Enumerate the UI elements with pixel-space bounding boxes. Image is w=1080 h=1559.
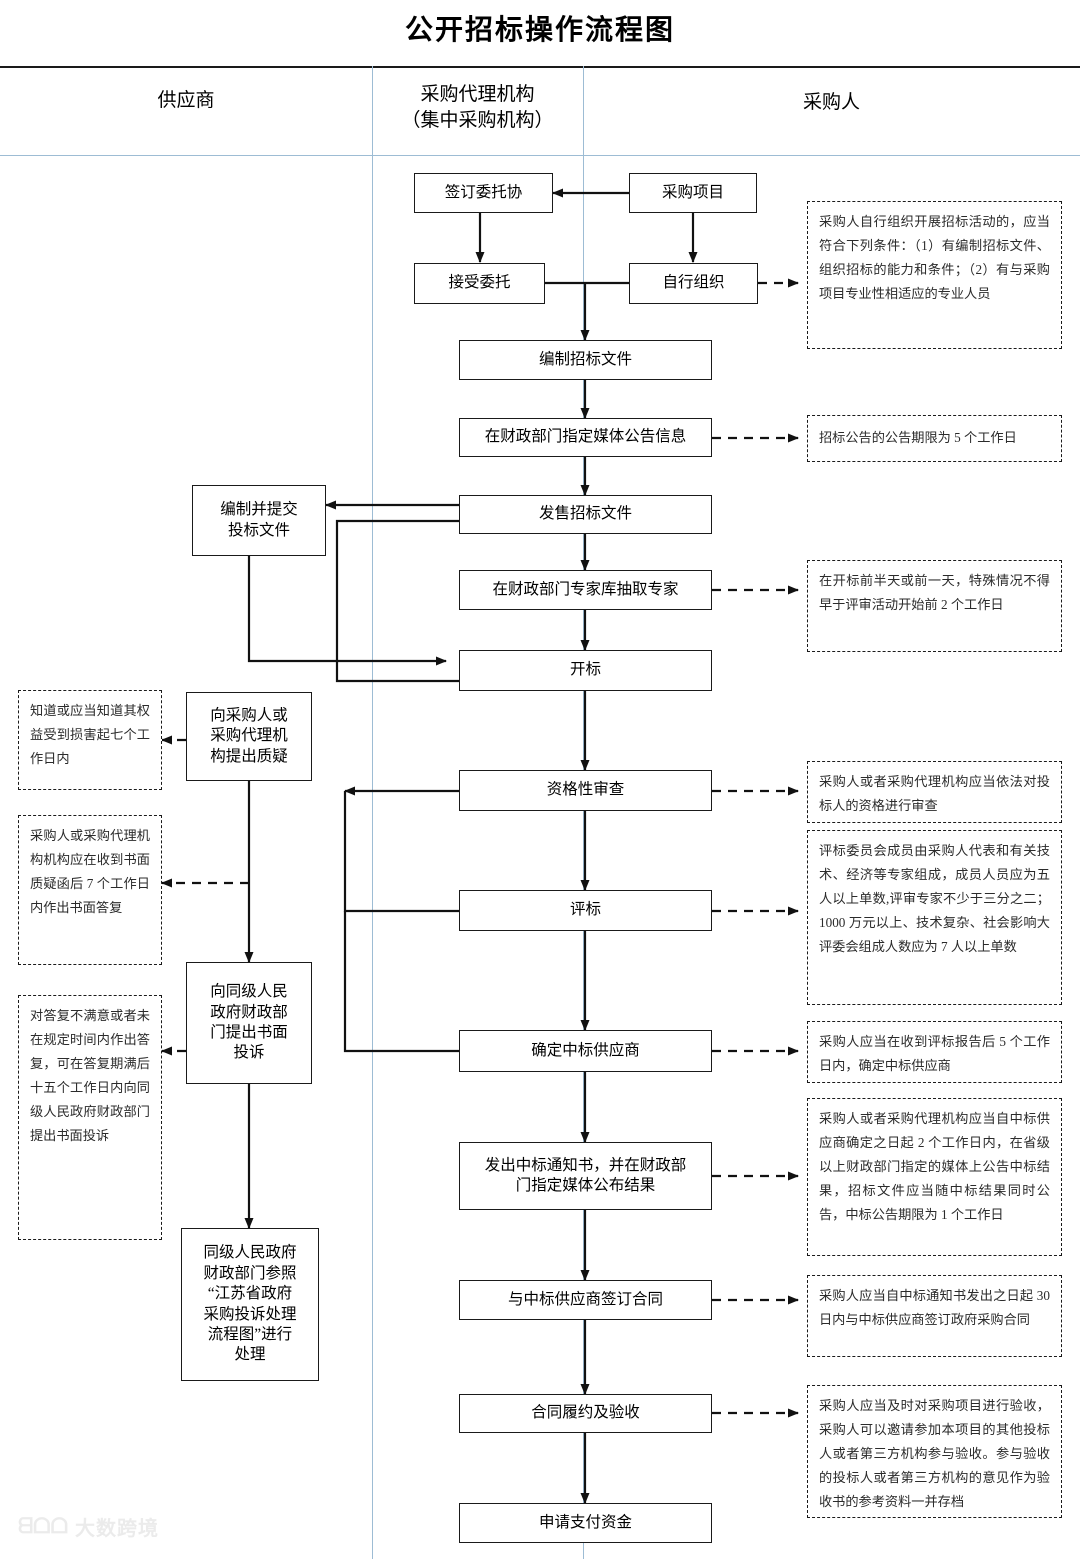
note-qualification-review: 采购人或者采购代理机构应当依法对投标人的资格进行审查 (807, 761, 1062, 823)
note-complaint-deadline: 对答复不满意或者未在规定时间内作出答复，可在答复期满后十五个工作日内向同级人民政… (18, 995, 162, 1240)
node-contract-performance[interactable]: 合同履约及验收 (459, 1394, 712, 1433)
node-self-organize[interactable]: 自行组织 (629, 263, 758, 304)
node-raise-question[interactable]: 向采购人或 采购代理机 构提出质疑 (186, 692, 312, 781)
note-written-reply: 采购人或采购代理机构机构应在收到书面质疑函后 7 个工作日内作出书面答复 (18, 815, 162, 965)
note-experts-draw-timing: 在开标前半天或前一天，特殊情况不得早于评审活动开始前 2 个工作日 (807, 560, 1062, 652)
node-qualification-review[interactable]: 资格性审查 (459, 770, 712, 811)
note-determine-winner: 采购人应当在收到评标报告后 5 个工作日内，确定中标供应商 (807, 1021, 1062, 1083)
node-draw-experts[interactable]: 在财政部门专家库抽取专家 (459, 570, 712, 610)
node-file-complaint[interactable]: 向同级人民 政府财政部 门提出书面 投诉 (186, 962, 312, 1084)
watermark-text: 大数跨境 (75, 1518, 160, 1540)
page-title: 公开招标操作流程图 (404, 14, 675, 45)
swimlane-divider-1 (372, 66, 373, 1559)
swimlane-header-agency-line1: 采购代理机构 (420, 84, 535, 105)
note-acceptance: 采购人应当及时对采购项目进行验收，采购人可以邀请参加本项目的其他投标人或者第三方… (807, 1385, 1062, 1518)
node-sign-entrust[interactable]: 签订委托协 (414, 173, 553, 213)
node-announce-media[interactable]: 在财政部门指定媒体公告信息 (459, 418, 712, 457)
watermark: ᗺᗝᗝ 大数跨境 (18, 1512, 159, 1541)
node-determine-winner[interactable]: 确定中标供应商 (459, 1030, 712, 1072)
node-prepare-docs[interactable]: 编制招标文件 (459, 340, 712, 380)
node-sign-contract[interactable]: 与中标供应商签订合同 (459, 1280, 712, 1320)
swimlane-header-supplier: 供应商 (157, 90, 215, 111)
note-question-deadline: 知道或应当知道其权益受到损害起七个工作日内 (18, 690, 162, 790)
header-bottom-rule (0, 155, 1080, 156)
swimlane-header-purchaser: 采购人 (802, 92, 860, 113)
watermark-logo-icon: ᗺᗝᗝ (18, 1514, 69, 1538)
node-bid-opening[interactable]: 开标 (459, 650, 712, 691)
node-prepare-submit-bid[interactable]: 编制并提交 投标文件 (192, 485, 326, 556)
node-apply-payment[interactable]: 申请支付资金 (459, 1503, 712, 1543)
node-evaluation[interactable]: 评标 (459, 890, 712, 931)
swimlane-divider-2 (583, 66, 584, 1559)
node-purchase-project[interactable]: 采购项目 (629, 173, 757, 213)
swimlane-header-agency: 采购代理机构 （集中采购机构） (372, 82, 583, 133)
node-issue-notice[interactable]: 发出中标通知书，并在财政部 门指定媒体公布结果 (459, 1142, 712, 1210)
note-self-organize: 采购人自行组织开展招标活动的，应当符合下列条件：（1）有编制招标文件、组织招标的… (807, 201, 1062, 349)
node-accept-entrust[interactable]: 接受委托 (414, 263, 545, 304)
node-sell-docs[interactable]: 发售招标文件 (459, 495, 712, 534)
node-complaint-handling[interactable]: 同级人民政府 财政部门参照 “江苏省政府 采购投诉处理 流程图”进行 处理 (181, 1228, 319, 1381)
note-announce-period: 招标公告的公告期限为 5 个工作日 (807, 415, 1062, 462)
swimlane-header-agency-line2: （集中采购机构） (401, 109, 554, 131)
note-issue-notice: 采购人或者采购代理机构应当自中标供应商确定之日起 2 个工作日内，在省级以上财政… (807, 1098, 1062, 1256)
note-evaluation-committee: 评标委员会成员由采购人代表和有关技术、经济等专家组成，成员人员应为五人以上单数,… (807, 830, 1062, 1005)
header-top-rule (0, 66, 1080, 68)
note-sign-contract: 采购人应当自中标通知书发出之日起 30 日内与中标供应商签订政府采购合同 (807, 1275, 1062, 1357)
